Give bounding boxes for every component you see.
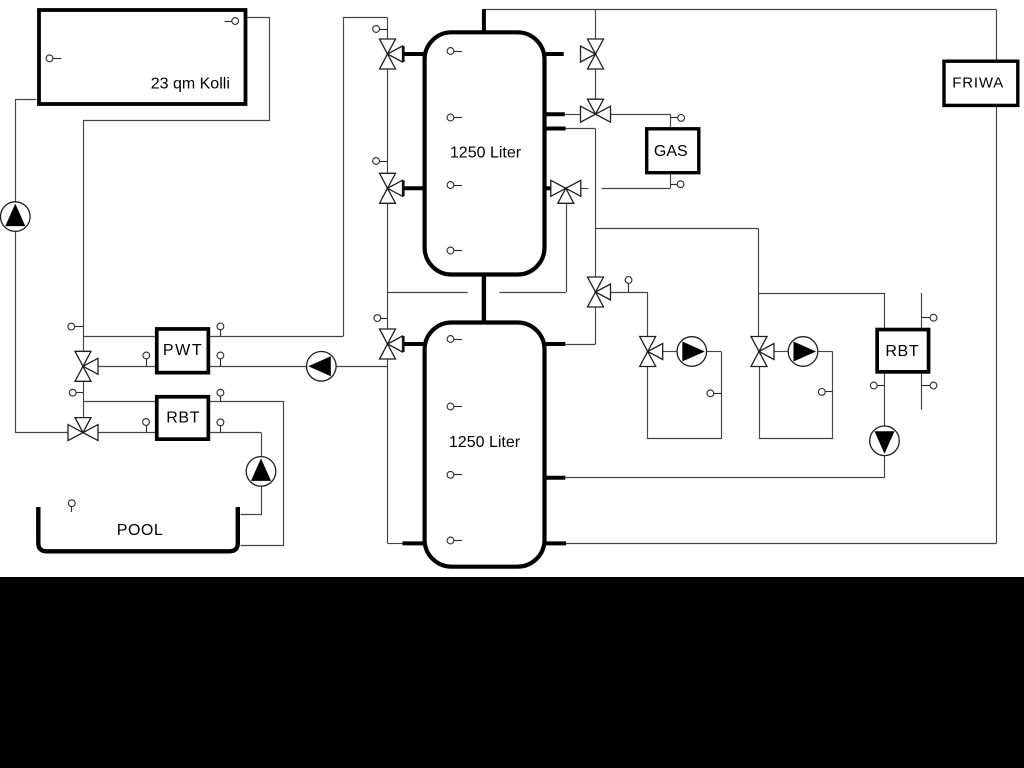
svg-text:GAS: GAS bbox=[654, 143, 688, 160]
svg-text:FRIWA: FRIWA bbox=[952, 74, 1004, 91]
svg-text:RBT: RBT bbox=[166, 409, 200, 426]
svg-text:PWT: PWT bbox=[163, 342, 203, 359]
svg-text:1250 Liter: 1250 Liter bbox=[449, 434, 521, 451]
svg-text:POOL: POOL bbox=[117, 522, 163, 539]
svg-text:RBT: RBT bbox=[885, 343, 919, 360]
svg-text:1250 Liter: 1250 Liter bbox=[450, 144, 522, 161]
svg-text:23 qm Kolli: 23 qm Kolli bbox=[151, 75, 230, 92]
